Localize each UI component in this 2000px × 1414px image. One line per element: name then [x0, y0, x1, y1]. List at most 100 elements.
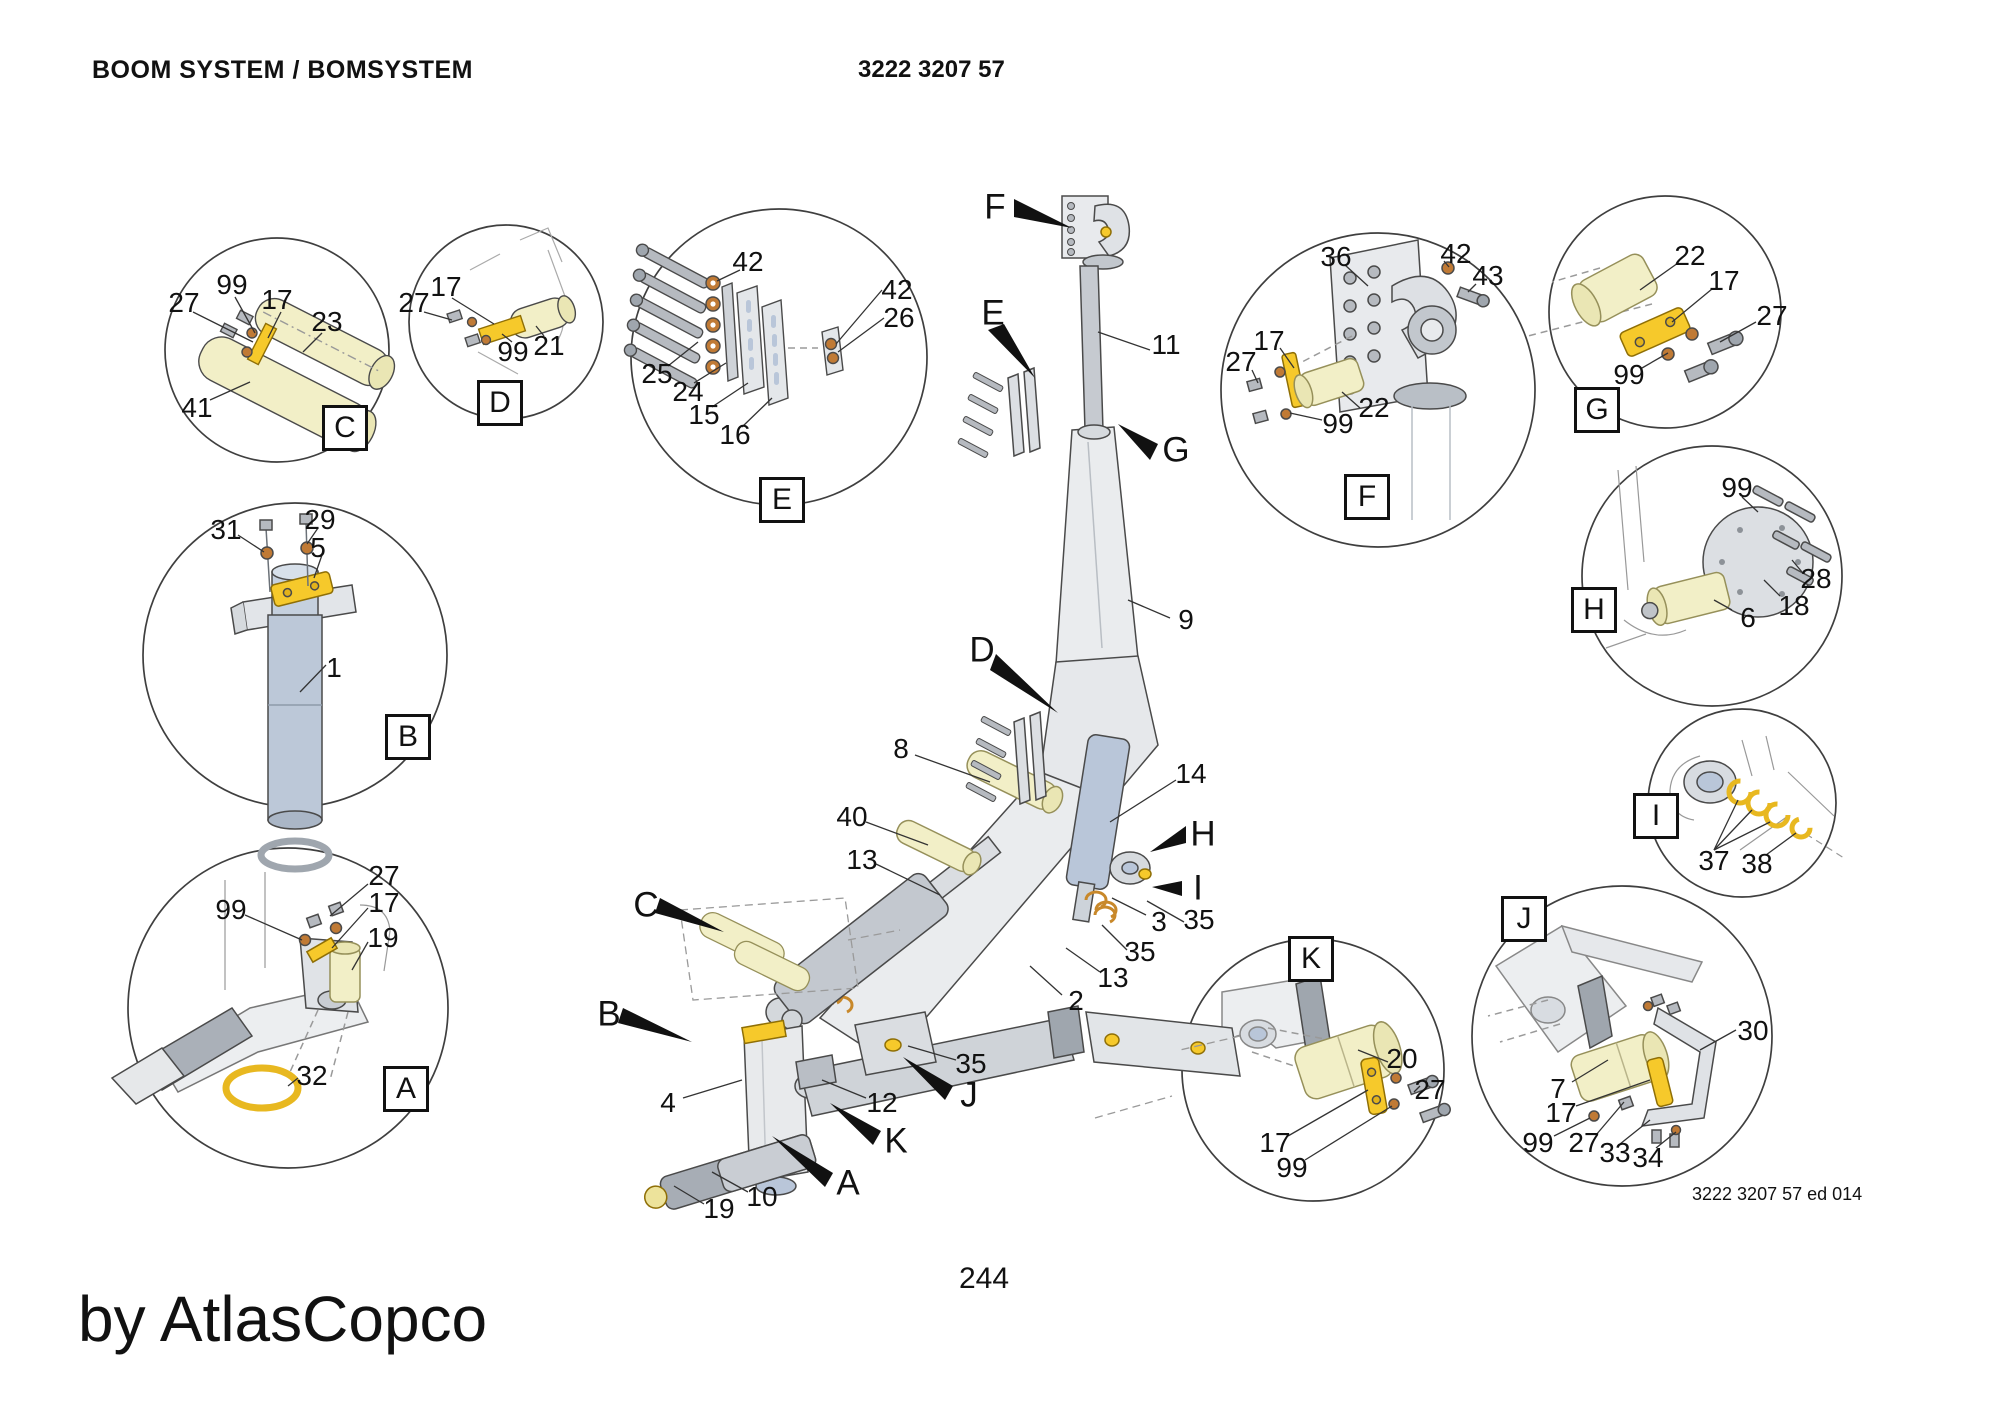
detail-label-g: G	[1574, 387, 1620, 433]
part-callout-99: 99	[1721, 472, 1753, 503]
part-callout-38: 38	[1741, 848, 1773, 879]
part-callout-14: 14	[1175, 758, 1207, 789]
edition-note: 3222 3207 57 ed 014	[1692, 1184, 1863, 1204]
part-callout-17: 17	[1545, 1097, 1577, 1128]
assembly-arrow-b: B	[597, 994, 621, 1034]
part-callout-3: 3	[1151, 906, 1167, 937]
assembly-arrow-h: H	[1190, 814, 1216, 854]
part-callout-11: 11	[1151, 329, 1181, 360]
page-title: BOOM SYSTEM / BOMSYSTEM	[92, 56, 473, 84]
part-callout-24: 24	[672, 376, 704, 407]
detail-view-e-art	[623, 243, 844, 406]
part-callout-18: 18	[1778, 590, 1810, 621]
part-callout-35: 35	[1183, 904, 1215, 935]
detail-view-k-art	[1221, 975, 1451, 1124]
part-callout-34: 34	[1632, 1142, 1664, 1173]
part-callout-41: 41	[181, 392, 213, 423]
detail-label-a: A	[383, 1066, 429, 1112]
part-callout-35: 35	[955, 1048, 987, 1079]
part-callout-10: 10	[746, 1181, 778, 1212]
detail-label-d: D	[477, 380, 523, 426]
part-callout-43: 43	[1472, 260, 1504, 291]
boom-assembly-art	[644, 195, 1241, 1210]
part-callout-99: 99	[1276, 1152, 1308, 1183]
part-callout-17: 17	[1708, 265, 1740, 296]
detail-view-a-art	[110, 872, 391, 1112]
assembly-arrow-j: J	[960, 1075, 978, 1115]
part-callout-17: 17	[1259, 1127, 1291, 1158]
part-callout-22: 22	[1358, 392, 1390, 423]
detail-label-i: I	[1633, 793, 1679, 839]
part-callout-32: 32	[296, 1060, 328, 1091]
part-callout-13: 13	[1097, 962, 1129, 993]
part-callout-25: 25	[641, 358, 673, 389]
part-callout-16: 16	[719, 419, 751, 450]
detail-label-b: B	[385, 714, 431, 760]
part-callout-8: 8	[893, 733, 909, 764]
part-callout-27: 27	[1414, 1074, 1446, 1105]
detail-view-c-art	[198, 297, 396, 453]
part-callout-12: 12	[866, 1087, 898, 1118]
part-callout-29: 29	[304, 504, 336, 535]
document-number: 3222 3207 57	[858, 56, 1005, 83]
part-callout-2: 2	[1068, 985, 1084, 1016]
part-callout-30: 30	[1737, 1015, 1769, 1046]
part-callout-6: 6	[1740, 602, 1756, 633]
detail-label-c: C	[322, 405, 368, 451]
assembly-arrow-c: C	[633, 885, 659, 925]
detail-view-d-art	[446, 227, 577, 375]
part-callout-20: 20	[1386, 1043, 1418, 1074]
part-callout-42: 42	[732, 246, 764, 277]
part-callout-42: 42	[1440, 238, 1472, 269]
part-callout-26: 26	[883, 302, 915, 333]
brand-text: by AtlasCopco	[78, 1283, 488, 1355]
assembly-arrow-f: F	[984, 187, 1006, 227]
part-callout-27: 27	[368, 860, 400, 891]
part-callout-40: 40	[836, 801, 868, 832]
detail-label-f: F	[1344, 474, 1390, 520]
part-callout-21: 21	[533, 330, 565, 361]
part-callout-27: 27	[1756, 300, 1788, 331]
part-callout-37: 37	[1698, 845, 1730, 876]
part-callout-31: 31	[210, 514, 242, 545]
part-callout-23: 23	[311, 306, 343, 337]
part-callout-99: 99	[1522, 1127, 1554, 1158]
detail-label-h: H	[1571, 587, 1617, 633]
part-callout-99: 99	[215, 894, 247, 925]
part-callout-27: 27	[398, 287, 430, 318]
part-callout-4: 4	[660, 1087, 676, 1118]
part-callout-99: 99	[216, 269, 248, 300]
detail-view-h-art	[1585, 465, 1832, 649]
detail-label-e: E	[759, 477, 805, 523]
part-callout-27: 27	[168, 287, 200, 318]
part-callout-17: 17	[430, 271, 462, 302]
detail-view-b-art	[230, 513, 357, 873]
part-callout-13: 13	[846, 844, 878, 875]
ghost-pins-c-target	[699, 911, 811, 992]
arrow-triangles	[618, 199, 1186, 1187]
part-callout-35: 35	[1124, 936, 1156, 967]
part-callout-36: 36	[1320, 241, 1352, 272]
assembly-arrow-k: K	[884, 1121, 908, 1161]
part-callout-17: 17	[1253, 325, 1285, 356]
part-callout-27: 27	[1568, 1127, 1600, 1158]
part-callout-33: 33	[1599, 1137, 1631, 1168]
part-callout-99: 99	[497, 336, 529, 367]
part-callout-9: 9	[1178, 604, 1194, 635]
detail-label-j: J	[1501, 896, 1547, 942]
assembly-arrow-i: I	[1193, 868, 1203, 908]
assembly-arrow-a: A	[836, 1163, 860, 1203]
part-callout-42: 42	[881, 274, 913, 305]
detail-view-f-art	[1245, 239, 1490, 520]
part-callout-1: 1	[326, 652, 342, 683]
part-callout-17: 17	[261, 284, 293, 315]
assembly-arrow-d: D	[969, 630, 995, 670]
detail-label-k: K	[1288, 936, 1334, 982]
part-callout-28: 28	[1800, 563, 1832, 594]
part-callout-15: 15	[688, 399, 720, 430]
detail-view-i-art	[1669, 735, 1845, 859]
part-callout-22: 22	[1674, 240, 1706, 271]
part-callout-99: 99	[1613, 359, 1645, 390]
